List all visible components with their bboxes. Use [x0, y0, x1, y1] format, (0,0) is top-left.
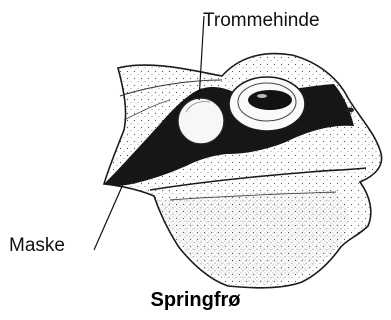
pupil	[248, 90, 292, 110]
caption-species: Springfrø	[0, 290, 391, 310]
nostril	[346, 108, 354, 113]
mask-label: Maske	[9, 236, 65, 255]
pupil-highlight	[257, 94, 267, 98]
mask-leader-line	[94, 182, 124, 250]
tympanum-label: Trommehinde	[203, 11, 320, 30]
tympanum	[178, 98, 224, 144]
